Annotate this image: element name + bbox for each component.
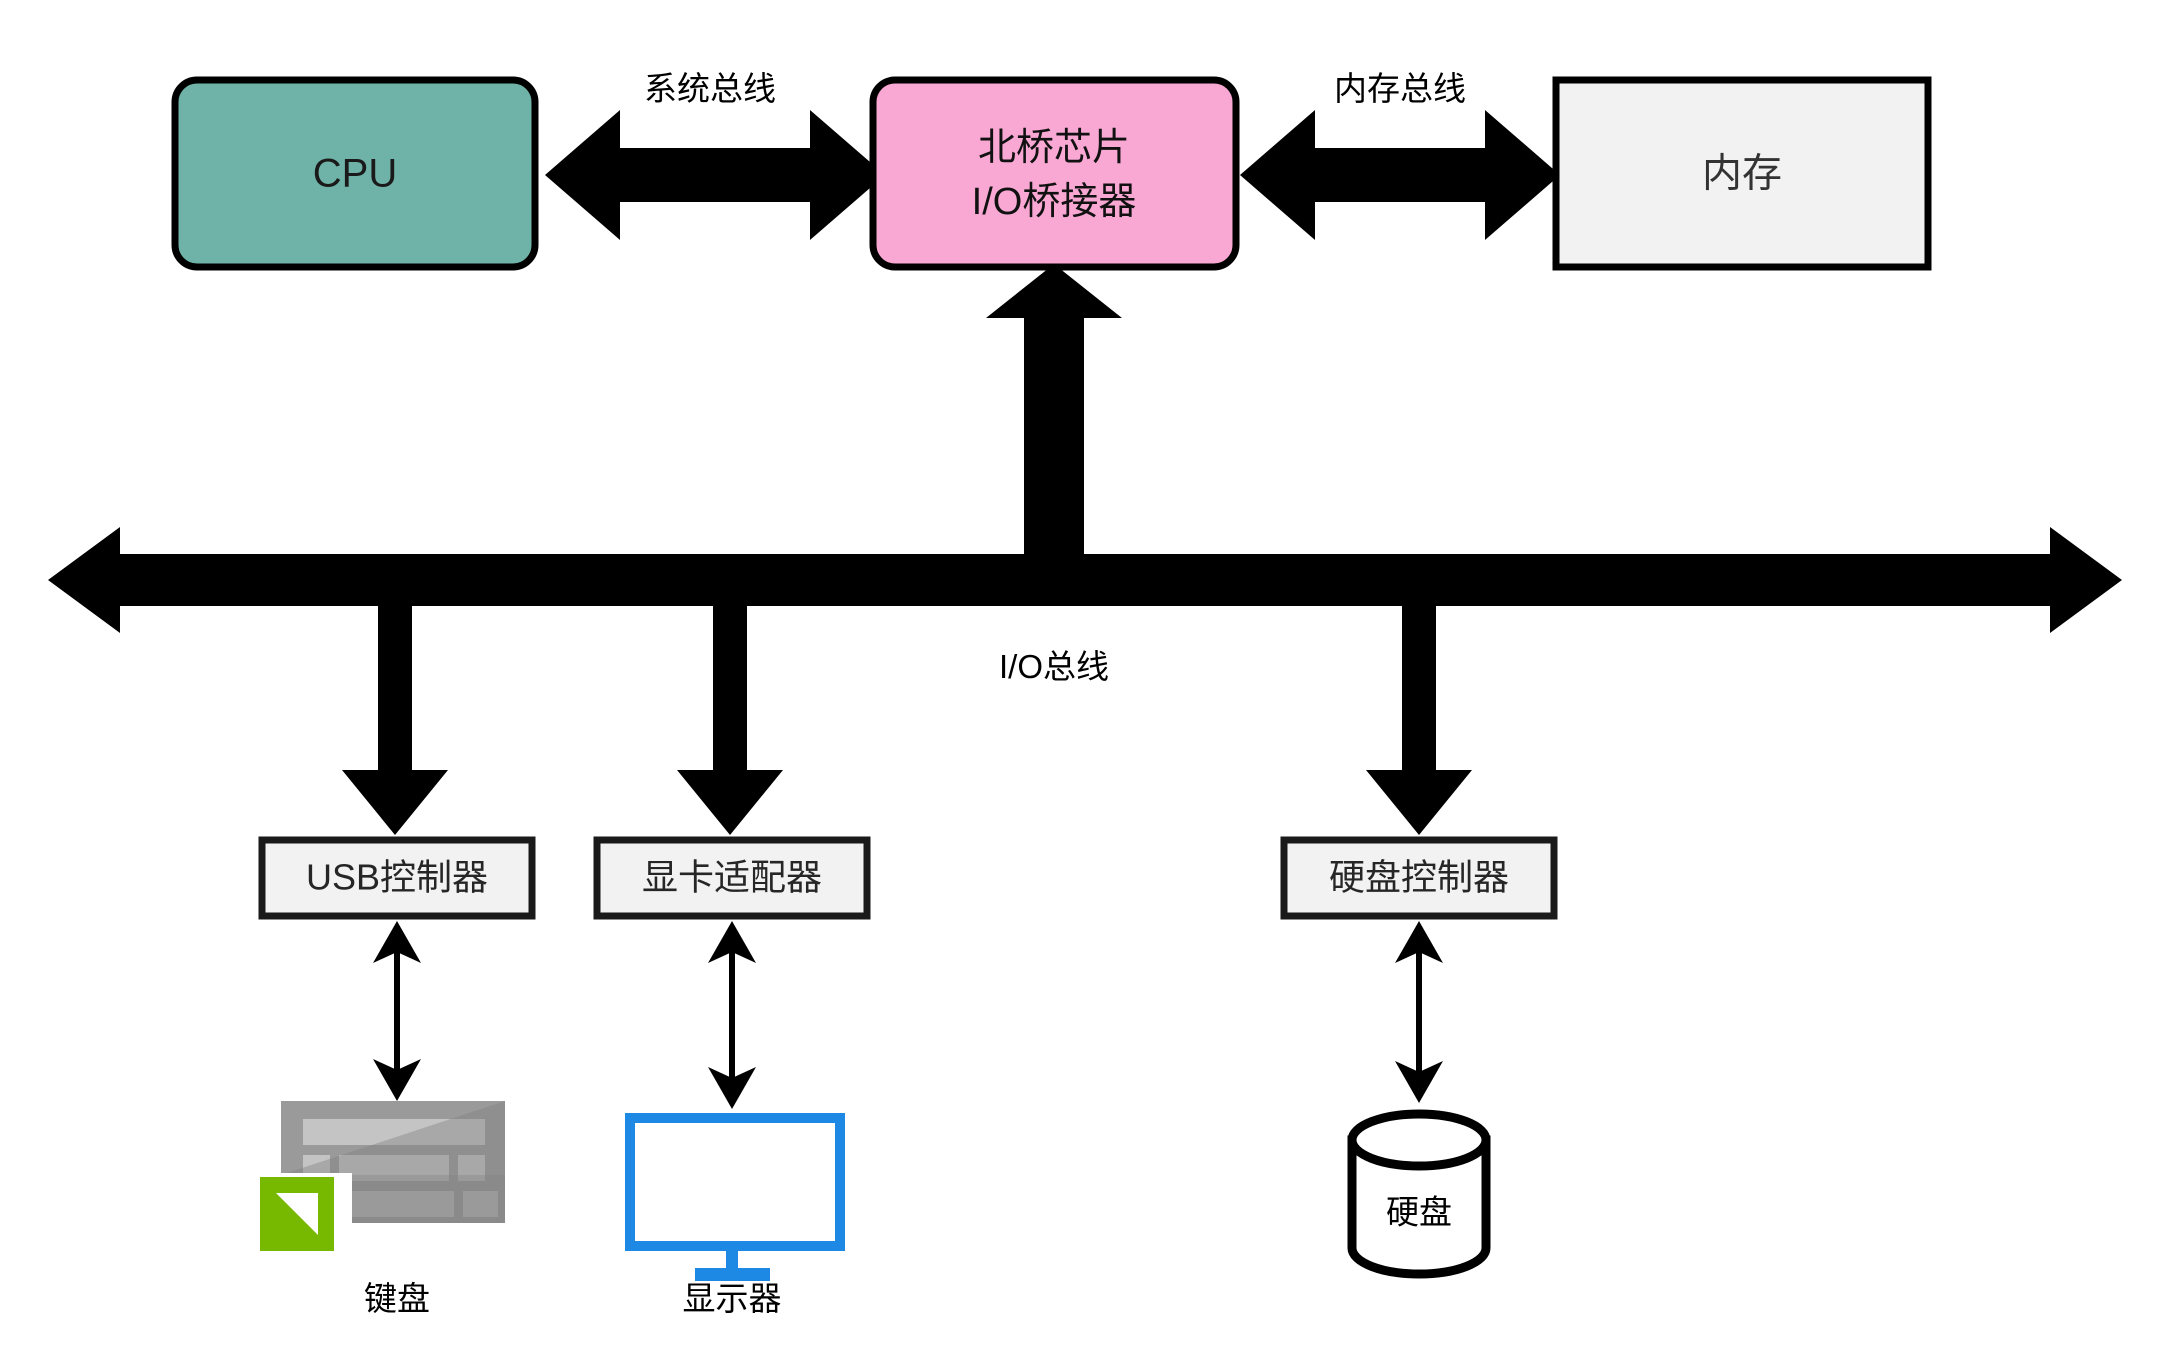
node-disk-controller[interactable]: 硬盘控制器 — [1280, 836, 1558, 920]
monitor-screen — [625, 1113, 845, 1251]
usb-controller-label: USB控制器 — [306, 857, 488, 898]
harddisk-cylinder-top — [1347, 1109, 1491, 1171]
keyboard-icon[interactable] — [256, 1101, 505, 1269]
memory-bus-label: 内存总线 — [1334, 70, 1466, 107]
keyboard-key-row-2 — [339, 1155, 449, 1181]
graphics-to-monitor-arrow — [708, 921, 756, 1109]
keyboard-badge-triangle-icon — [276, 1193, 318, 1235]
system-bus-arrow — [545, 110, 885, 240]
memory-label: 内存 — [1702, 152, 1782, 196]
io-bus-to-disk-controller-arrow — [1366, 600, 1472, 835]
disk-controller-to-harddisk-arrow — [1395, 921, 1443, 1103]
keyboard-key-c — [463, 1191, 498, 1217]
keyboard-key-b — [458, 1155, 485, 1181]
usb-controller-box — [258, 836, 536, 920]
node-graphics-adapter[interactable]: 显卡适配器 — [593, 836, 871, 920]
monitor-label: 显示器 — [683, 1280, 782, 1317]
io-bus-to-graphics-adapter-arrow — [677, 600, 783, 835]
monitor-neck — [726, 1246, 738, 1275]
northbridge-box — [869, 76, 1240, 271]
northbridge-label-line1: 北桥芯片 — [978, 127, 1130, 169]
cpu-label: CPU — [313, 152, 397, 196]
memory-box — [1552, 76, 1932, 271]
node-memory[interactable]: 内存 — [1552, 76, 1932, 271]
disk-controller-label: 硬盘控制器 — [1329, 857, 1509, 898]
graphics-adapter-box — [593, 836, 871, 920]
keyboard-key-row-1 — [303, 1119, 485, 1145]
monitor-base — [695, 1268, 770, 1281]
io-bus-label: I/O总线 — [999, 648, 1109, 685]
keyboard-label: 键盘 — [364, 1280, 430, 1317]
graphics-adapter-label: 显卡适配器 — [642, 857, 822, 898]
cpu-box — [171, 76, 539, 271]
monitor-icon[interactable] — [625, 1113, 845, 1281]
harddisk-cylinder-body — [1347, 1135, 1491, 1279]
io-bus-to-northbridge-arrow — [986, 264, 1122, 580]
disk-controller-box — [1280, 836, 1558, 920]
node-cpu[interactable]: CPU — [171, 76, 539, 271]
harddisk-label: 硬盘 — [1386, 1194, 1452, 1231]
node-northbridge[interactable]: 北桥芯片 I/O桥接器 — [869, 76, 1240, 271]
io-bus-bar[interactable] — [48, 527, 2122, 633]
memory-bus-arrow — [1240, 110, 1560, 240]
node-usb-controller[interactable]: USB控制器 — [258, 836, 536, 920]
io-bus-to-usb-controller-arrow — [342, 600, 448, 835]
system-bus-label: 系统总线 — [644, 70, 776, 107]
database-cylinder-icon[interactable]: 硬盘 — [1347, 1109, 1491, 1279]
northbridge-label-line2: I/O桥接器 — [972, 181, 1137, 223]
usb-to-keyboard-arrow — [373, 921, 421, 1101]
